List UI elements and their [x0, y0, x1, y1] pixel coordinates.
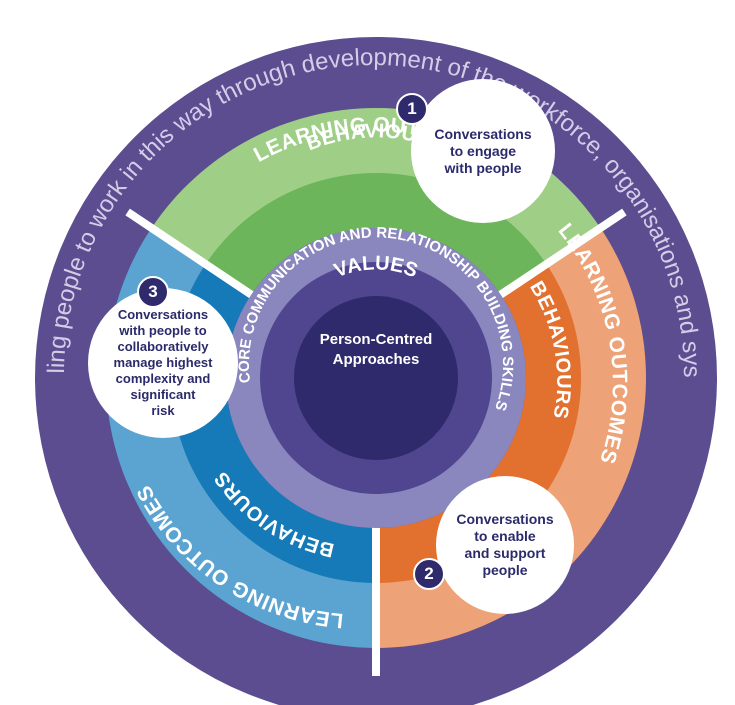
center-line-2: Approaches: [332, 351, 420, 368]
orange-learning-outcomes-segment: [376, 227, 646, 649]
callout-engage: Conversations to engage with people: [411, 79, 555, 223]
callout-number-badge: 1: [396, 93, 428, 125]
callout-enable-support: Conversations to enable and support peop…: [436, 476, 574, 614]
center-label: Person-Centred Approaches: [296, 330, 456, 370]
callout-collaborative: Conversations with people to collaborati…: [88, 288, 238, 438]
callout-text: Conversations to enable and support peop…: [456, 511, 554, 578]
callout-text: Conversations to engage with people: [434, 125, 532, 176]
center-line-1: Person-Centred: [319, 331, 433, 348]
callout-number-badge: 3: [137, 276, 169, 308]
callout-number-badge: 2: [413, 558, 445, 590]
callout-text: Conversations with people to collaborati…: [113, 307, 213, 418]
person-centred-center: [294, 296, 458, 460]
